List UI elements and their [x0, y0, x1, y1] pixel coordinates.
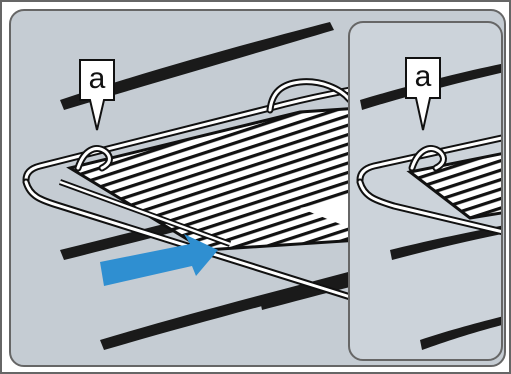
detail-rack	[356, 130, 502, 240]
callout-detail: a	[405, 57, 441, 131]
detail-border	[348, 21, 503, 361]
main-scene: a	[10, 10, 505, 366]
detail-runner-low	[420, 312, 502, 350]
detail-inset: a	[348, 21, 503, 361]
runner-right	[260, 276, 362, 310]
runner-top	[60, 22, 334, 110]
main-border	[9, 9, 506, 367]
arrow-right-icon	[100, 234, 218, 286]
wire-rack	[22, 78, 364, 304]
detail-background	[349, 22, 502, 360]
callout-detail-label: a	[415, 60, 432, 93]
callout-main: a	[79, 59, 115, 131]
callout-main-label: a	[89, 62, 106, 95]
rack-wedge	[300, 196, 360, 232]
